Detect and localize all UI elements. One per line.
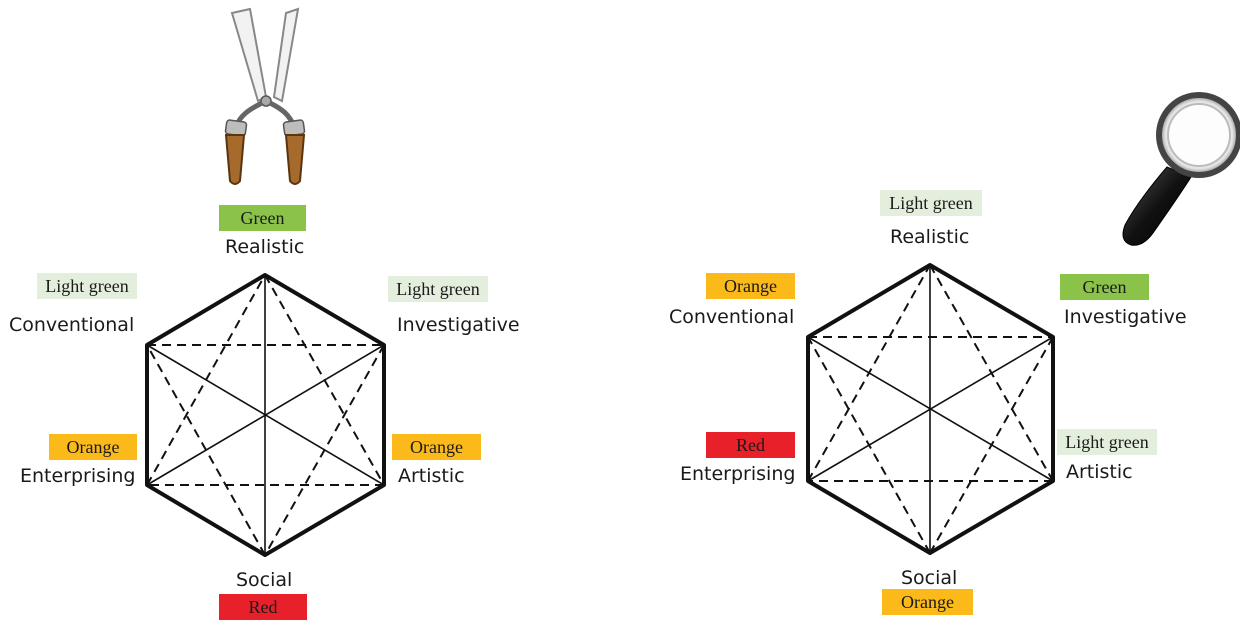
left-artistic-badge: Orange: [392, 434, 481, 460]
left-realistic-badge: Green: [219, 205, 306, 231]
left-conventional-label: Conventional: [9, 314, 135, 336]
left-hexagon: [145, 273, 386, 557]
left-social-label: Social: [236, 569, 293, 591]
left-artistic-label: Artistic: [398, 465, 465, 487]
right-artistic-badge: Light green: [1057, 429, 1157, 455]
magnifying-glass-icon: [1122, 92, 1240, 246]
right-investigative-label: Investigative: [1064, 306, 1187, 328]
right-artistic-label: Artistic: [1066, 461, 1133, 483]
right-conventional-badge: Orange: [706, 273, 795, 299]
right-enterprising-label: Enterprising: [680, 463, 796, 485]
left-investigative-label: Investigative: [397, 314, 520, 336]
right-realistic-badge: Light green: [880, 190, 982, 216]
left-conventional-badge: Light green: [37, 273, 137, 299]
left-enterprising-label: Enterprising: [20, 465, 136, 487]
right-hexagon: [806, 263, 1055, 555]
left-enterprising-badge: Orange: [49, 434, 137, 460]
right-enterprising-badge: Red: [706, 432, 795, 458]
right-social-badge: Orange: [882, 589, 973, 615]
right-conventional-label: Conventional: [669, 306, 795, 328]
right-social-label: Social: [901, 567, 958, 589]
left-realistic-label: Realistic: [225, 236, 305, 258]
right-realistic-label: Realistic: [890, 226, 970, 248]
left-investigative-badge: Light green: [388, 276, 488, 302]
left-social-badge: Red: [219, 594, 307, 620]
right-investigative-badge: Green: [1060, 274, 1149, 300]
hedge-shears-icon: [224, 7, 306, 185]
